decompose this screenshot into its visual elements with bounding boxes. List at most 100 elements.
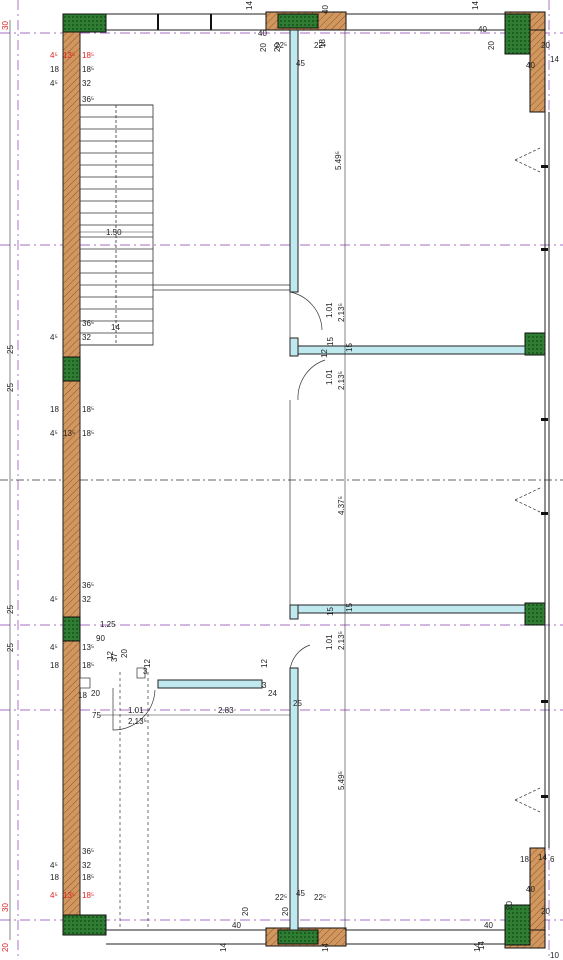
dim-n6-r: 6 xyxy=(550,855,555,864)
dim-n22-b: 22⁵ xyxy=(275,893,287,902)
dim-n45-t: 45 xyxy=(296,59,305,68)
left-dim-b: 13⁵ xyxy=(82,643,94,652)
dim-n20-tl: 20 xyxy=(259,43,268,52)
dim-n3-b: 3 xyxy=(143,667,148,676)
left-dim-a: 4⁵ xyxy=(50,79,58,88)
left-dim-c: 18⁵ xyxy=(82,429,94,438)
left-dim-b: 18⁵ xyxy=(82,661,94,670)
dim-n15-c: 15 xyxy=(326,607,335,616)
dim-n40-b: 40 xyxy=(232,921,241,930)
dim-n20-r2: 20 xyxy=(505,901,514,910)
drywall-partitions xyxy=(157,29,526,931)
dim-n18-e: 18 xyxy=(78,691,87,700)
left-dim-b: 18⁵ xyxy=(82,873,94,882)
stair-width-label: 1.50 xyxy=(106,228,122,237)
dim-n20-tr: 20 xyxy=(487,41,496,50)
dim-h-213: 2.13⁵ xyxy=(128,717,147,726)
dim-n20-r3: 20 xyxy=(541,907,550,916)
left-dim-a: 18 xyxy=(50,873,59,882)
left-dim-d36-mid: 36⁵ xyxy=(82,319,94,328)
dim-n14-b2: 14 xyxy=(321,943,330,952)
dim-101-c: 1.01 xyxy=(325,634,334,650)
left-dim-a: 18 xyxy=(50,661,59,670)
left-dim-a: 18 xyxy=(50,65,59,74)
dim-n25-d: 25 xyxy=(6,643,15,652)
left-dim-a: 4⁵ xyxy=(50,861,58,870)
left-dim-a: 4⁵ xyxy=(50,333,58,342)
dim-n20-b2: 20 xyxy=(281,907,290,916)
dimension-lines xyxy=(9,20,346,940)
stair-number-label: 14 xyxy=(111,323,120,332)
dim-101-a: 1.01 xyxy=(325,302,334,318)
dim-n14-r3: 14 xyxy=(477,941,486,950)
left-dim-a: 4⁵ xyxy=(50,51,58,60)
dim-n15-a: 15 xyxy=(326,337,335,346)
dim-n40-r3: 40 xyxy=(484,921,493,930)
dim-n22-t: 22⁵ xyxy=(275,41,287,50)
left-dim-b: 36⁵ xyxy=(82,847,94,856)
left-brick-wall xyxy=(62,29,81,931)
left-dim-d18-low: 18 18⁵ xyxy=(50,661,94,670)
dim-h-283: 2.83 xyxy=(218,706,234,715)
dim-h-90: 90 xyxy=(96,634,105,643)
left-dim-c: 18⁵ xyxy=(82,891,94,900)
left-dim-c: 18⁵ xyxy=(82,51,94,60)
dim-n10-r: 10 xyxy=(550,951,559,960)
dim-n20-c: 20 xyxy=(120,649,129,658)
facade-lines xyxy=(106,13,550,945)
dim-n3-a: 3 xyxy=(262,681,267,690)
dim-n25-b: 25 xyxy=(6,383,15,392)
dim-n14-tl: 14 xyxy=(245,1,254,10)
dim-213-b: 2.13⁵ xyxy=(337,371,346,390)
dim-n25-e: 25 xyxy=(293,699,302,708)
dim-n40-tr: 40 xyxy=(478,25,487,34)
left-dim-b: 36⁵ xyxy=(82,319,94,328)
dim-n20-tr2: 20 xyxy=(541,41,550,50)
dim-n45-b: 45 xyxy=(296,889,305,898)
dim-n14-b3: 14 xyxy=(473,943,482,952)
left-dim-d4-32-top: 4⁵ 32 xyxy=(50,79,91,88)
dim-n15-b: 15 xyxy=(345,343,354,352)
left-dim-b: 13⁵ xyxy=(63,891,75,900)
dim-n14-r2: 14 xyxy=(538,853,547,862)
left-dim-b: 18⁵ xyxy=(82,405,94,414)
staircase xyxy=(79,104,290,346)
dim-n14-r: 14 xyxy=(550,55,559,64)
dim-437: 4.37⁵ xyxy=(337,496,346,515)
door-swings xyxy=(79,147,541,930)
left-dim-b: 32 xyxy=(82,79,91,88)
dim-n14-tr: 14 xyxy=(471,1,480,10)
facade-marks xyxy=(157,14,548,798)
dim-n18-r: 18 xyxy=(520,855,529,864)
left-dim-b: 32 xyxy=(82,595,91,604)
dim-n15-d: 15 xyxy=(345,603,354,612)
left-dim-d36-top: 36⁵ xyxy=(82,95,94,104)
dim-549-top: 5.49⁵ xyxy=(334,151,343,170)
left-dim-b: 18⁵ xyxy=(82,65,94,74)
dim-n40-t2: 40 xyxy=(321,5,330,14)
dim-n12-a: 12 xyxy=(320,349,329,358)
dim-n20-d: 20 xyxy=(91,689,100,698)
dim-n18-t: 18 xyxy=(318,39,327,48)
dim-213-a: 2.13⁵ xyxy=(337,303,346,322)
dim-101-b: 1.01 xyxy=(325,369,334,385)
dim-n12-d: 12 xyxy=(143,659,152,668)
dim-h-101: 1.01 xyxy=(128,706,144,715)
dim-549-bottom: 5.49⁵ xyxy=(337,771,346,790)
left-dim-d36-low: 36⁵ xyxy=(82,581,94,590)
dim-n37: 37 xyxy=(110,653,119,662)
left-dim-b: 36⁵ xyxy=(82,95,94,104)
left-dim-d18-bot: 18 18⁵ xyxy=(50,873,94,882)
dim-n30-top: 30 xyxy=(1,21,10,30)
dim-n40-r2: 40 xyxy=(526,885,535,894)
dim-n14-b: 14 xyxy=(219,943,228,952)
left-dim-a: 4⁵ xyxy=(50,595,58,604)
dim-n40-tl: 40 xyxy=(258,29,267,38)
dim-n24: 24 xyxy=(268,689,277,698)
left-dim-d4-32-low: 4⁵ 32 xyxy=(50,595,91,604)
